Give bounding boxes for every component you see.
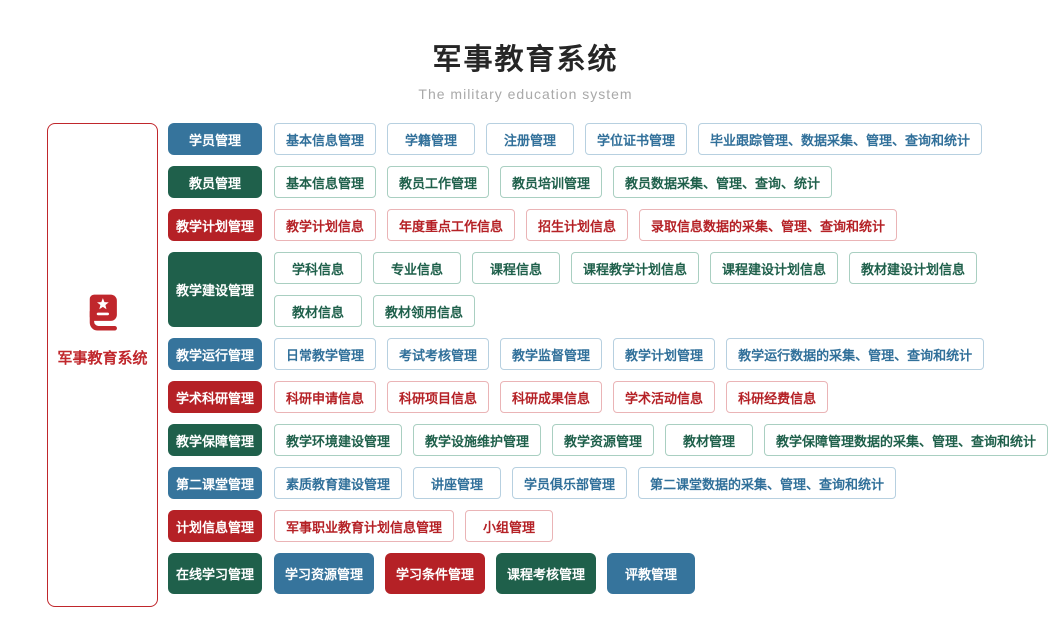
sub-item-button[interactable]: 科研项目信息 (387, 381, 490, 413)
sub-item-button[interactable]: 招生计划信息 (526, 209, 629, 241)
category-button-online-learning-management[interactable]: 在线学习管理 (168, 553, 262, 594)
sub-item-button[interactable]: 讲座管理 (413, 467, 502, 499)
book-star-icon (90, 294, 118, 331)
sub-item-button[interactable]: 第二课堂数据的采集、管理、查询和统计 (638, 467, 897, 499)
sub-item-lines: 科研申请信息科研项目信息科研成果信息学术活动信息科研经费信息 (274, 381, 1051, 413)
sub-item-lines: 基本信息管理教员工作管理教员培训管理教员数据采集、管理、查询、统计 (274, 166, 1051, 198)
sub-item-line: 学习资源管理学习条件管理课程考核管理评教管理 (274, 553, 1051, 594)
sub-item-button[interactable]: 军事职业教育计划信息管理 (274, 510, 455, 542)
sub-item-button[interactable]: 教学计划信息 (274, 209, 377, 241)
sub-item-button[interactable]: 课程信息 (472, 252, 560, 284)
sub-item-button[interactable]: 教员数据采集、管理、查询、统计 (613, 166, 833, 198)
sub-item-button[interactable]: 学科信息 (274, 252, 362, 284)
sub-item-button[interactable]: 录取信息数据的采集、管理、查询和统计 (639, 209, 898, 241)
sub-item-button[interactable]: 学习条件管理 (385, 553, 486, 594)
module-row-second-classroom-management: 第二课堂管理素质教育建设管理讲座管理学员俱乐部管理第二课堂数据的采集、管理、查询… (168, 467, 1051, 499)
sub-item-button[interactable]: 考试考核管理 (387, 338, 490, 370)
sub-item-button[interactable]: 素质教育建设管理 (274, 467, 403, 499)
sub-item-button[interactable]: 教员工作管理 (387, 166, 490, 198)
sub-item-button[interactable]: 专业信息 (373, 252, 461, 284)
sub-item-button[interactable]: 学习资源管理 (274, 553, 375, 594)
sub-item-button[interactable]: 教学保障管理数据的采集、管理、查询和统计 (764, 424, 1049, 456)
module-rows: 学员管理基本信息管理学籍管理注册管理学位证书管理毕业跟踪管理、数据采集、管理、查… (168, 123, 1051, 594)
sub-item-line: 日常教学管理考试考核管理教学监督管理教学计划管理教学运行数据的采集、管理、查询和… (274, 338, 1051, 370)
sub-item-button[interactable]: 注册管理 (486, 123, 575, 155)
sub-item-button[interactable]: 基本信息管理 (274, 166, 377, 198)
root-node-inner: 军事教育系统 (57, 292, 148, 368)
root-node-label: 军事教育系统 (57, 350, 148, 367)
module-row-online-learning-management: 在线学习管理学习资源管理学习条件管理课程考核管理评教管理 (168, 553, 1051, 594)
category-button-plan-info-management[interactable]: 计划信息管理 (168, 510, 262, 542)
sub-item-button[interactable]: 基本信息管理 (274, 123, 377, 155)
sub-item-line: 基本信息管理学籍管理注册管理学位证书管理毕业跟踪管理、数据采集、管理、查询和统计 (274, 123, 1051, 155)
sub-item-lines: 学习资源管理学习条件管理课程考核管理评教管理 (274, 553, 1051, 594)
sub-item-lines: 教学计划信息年度重点工作信息招生计划信息录取信息数据的采集、管理、查询和统计 (274, 209, 1051, 241)
sub-item-button[interactable]: 教学设施维护管理 (413, 424, 542, 456)
sub-item-button[interactable]: 科研经费信息 (726, 381, 829, 413)
sub-item-button[interactable]: 学位证书管理 (585, 123, 688, 155)
module-row-plan-info-management: 计划信息管理军事职业教育计划信息管理小组管理 (168, 510, 1051, 542)
sub-item-button[interactable]: 课程建设计划信息 (710, 252, 839, 284)
sub-item-button[interactable]: 日常教学管理 (274, 338, 377, 370)
module-row-teaching-support-management: 教学保障管理教学环境建设管理教学设施维护管理教学资源管理教材管理教学保障管理数据… (168, 424, 1051, 456)
sub-item-button[interactable]: 科研申请信息 (274, 381, 377, 413)
sub-item-button[interactable]: 课程教学计划信息 (571, 252, 700, 284)
sub-item-lines: 素质教育建设管理讲座管理学员俱乐部管理第二课堂数据的采集、管理、查询和统计 (274, 467, 1051, 499)
module-row-faculty-management: 教员管理基本信息管理教员工作管理教员培训管理教员数据采集、管理、查询、统计 (168, 166, 1051, 198)
sub-item-button[interactable]: 年度重点工作信息 (387, 209, 516, 241)
sub-item-button[interactable]: 教材领用信息 (373, 295, 476, 327)
sub-item-button[interactable]: 学员俱乐部管理 (512, 467, 628, 499)
sub-item-line: 教材信息教材领用信息 (274, 295, 1051, 327)
sub-item-button[interactable]: 教学资源管理 (552, 424, 655, 456)
category-button-teaching-plan-management[interactable]: 教学计划管理 (168, 209, 262, 241)
page-title: 军事教育系统 (432, 44, 619, 76)
sub-item-button[interactable]: 课程考核管理 (496, 553, 597, 594)
sub-item-lines: 日常教学管理考试考核管理教学监督管理教学计划管理教学运行数据的采集、管理、查询和… (274, 338, 1051, 370)
sub-item-button[interactable]: 教学监督管理 (500, 338, 603, 370)
category-button-academic-research-management[interactable]: 学术科研管理 (168, 381, 262, 413)
category-button-teaching-operation-management[interactable]: 教学运行管理 (168, 338, 262, 370)
category-button-teaching-construction-management[interactable]: 教学建设管理 (168, 252, 262, 327)
sub-item-button[interactable]: 教材建设计划信息 (849, 252, 978, 284)
module-row-teaching-plan-management: 教学计划管理教学计划信息年度重点工作信息招生计划信息录取信息数据的采集、管理、查… (168, 209, 1051, 241)
sub-item-button[interactable]: 科研成果信息 (500, 381, 603, 413)
module-row-academic-research-management: 学术科研管理科研申请信息科研项目信息科研成果信息学术活动信息科研经费信息 (168, 381, 1051, 413)
sub-item-lines: 学科信息专业信息课程信息课程教学计划信息课程建设计划信息教材建设计划信息教材信息… (274, 252, 1051, 327)
sub-item-line: 基本信息管理教员工作管理教员培训管理教员数据采集、管理、查询、统计 (274, 166, 1051, 198)
category-button-faculty-management[interactable]: 教员管理 (168, 166, 262, 198)
root-node-military-education-system[interactable]: 军事教育系统 (47, 123, 158, 607)
module-row-student-management: 学员管理基本信息管理学籍管理注册管理学位证书管理毕业跟踪管理、数据采集、管理、查… (168, 123, 1051, 155)
sub-item-button[interactable]: 教学运行数据的采集、管理、查询和统计 (726, 338, 985, 370)
sub-item-line: 军事职业教育计划信息管理小组管理 (274, 510, 1051, 542)
sub-item-line: 素质教育建设管理讲座管理学员俱乐部管理第二课堂数据的采集、管理、查询和统计 (274, 467, 1051, 499)
sub-item-button[interactable]: 小组管理 (465, 510, 554, 542)
sub-item-button[interactable]: 教员培训管理 (500, 166, 603, 198)
module-row-teaching-operation-management: 教学运行管理日常教学管理考试考核管理教学监督管理教学计划管理教学运行数据的采集、… (168, 338, 1051, 370)
page-header: 军事教育系统 The military education system (0, 0, 1051, 102)
sub-item-button[interactable]: 教学环境建设管理 (274, 424, 403, 456)
diagram-content: 军事教育系统 学员管理基本信息管理学籍管理注册管理学位证书管理毕业跟踪管理、数据… (0, 123, 1051, 607)
page-subtitle: The military education system (418, 86, 633, 102)
sub-item-line: 科研申请信息科研项目信息科研成果信息学术活动信息科研经费信息 (274, 381, 1051, 413)
category-button-teaching-support-management[interactable]: 教学保障管理 (168, 424, 262, 456)
sub-item-lines: 基本信息管理学籍管理注册管理学位证书管理毕业跟踪管理、数据采集、管理、查询和统计 (274, 123, 1051, 155)
sub-item-button[interactable]: 教材管理 (665, 424, 754, 456)
sub-item-button[interactable]: 学术活动信息 (613, 381, 716, 413)
sub-item-button[interactable]: 学籍管理 (387, 123, 476, 155)
sub-item-button[interactable]: 评教管理 (607, 553, 696, 594)
category-button-student-management[interactable]: 学员管理 (168, 123, 262, 155)
module-row-teaching-construction-management: 教学建设管理学科信息专业信息课程信息课程教学计划信息课程建设计划信息教材建设计划… (168, 252, 1051, 327)
sub-item-line: 教学计划信息年度重点工作信息招生计划信息录取信息数据的采集、管理、查询和统计 (274, 209, 1051, 241)
sub-item-line: 教学环境建设管理教学设施维护管理教学资源管理教材管理教学保障管理数据的采集、管理… (274, 424, 1051, 456)
category-button-second-classroom-management[interactable]: 第二课堂管理 (168, 467, 262, 499)
sub-item-button[interactable]: 教材信息 (274, 295, 362, 327)
sub-item-button[interactable]: 教学计划管理 (613, 338, 716, 370)
sub-item-lines: 军事职业教育计划信息管理小组管理 (274, 510, 1051, 542)
sub-item-lines: 教学环境建设管理教学设施维护管理教学资源管理教材管理教学保障管理数据的采集、管理… (274, 424, 1051, 456)
sub-item-button[interactable]: 毕业跟踪管理、数据采集、管理、查询和统计 (698, 123, 983, 155)
sub-item-line: 学科信息专业信息课程信息课程教学计划信息课程建设计划信息教材建设计划信息 (274, 252, 1051, 284)
